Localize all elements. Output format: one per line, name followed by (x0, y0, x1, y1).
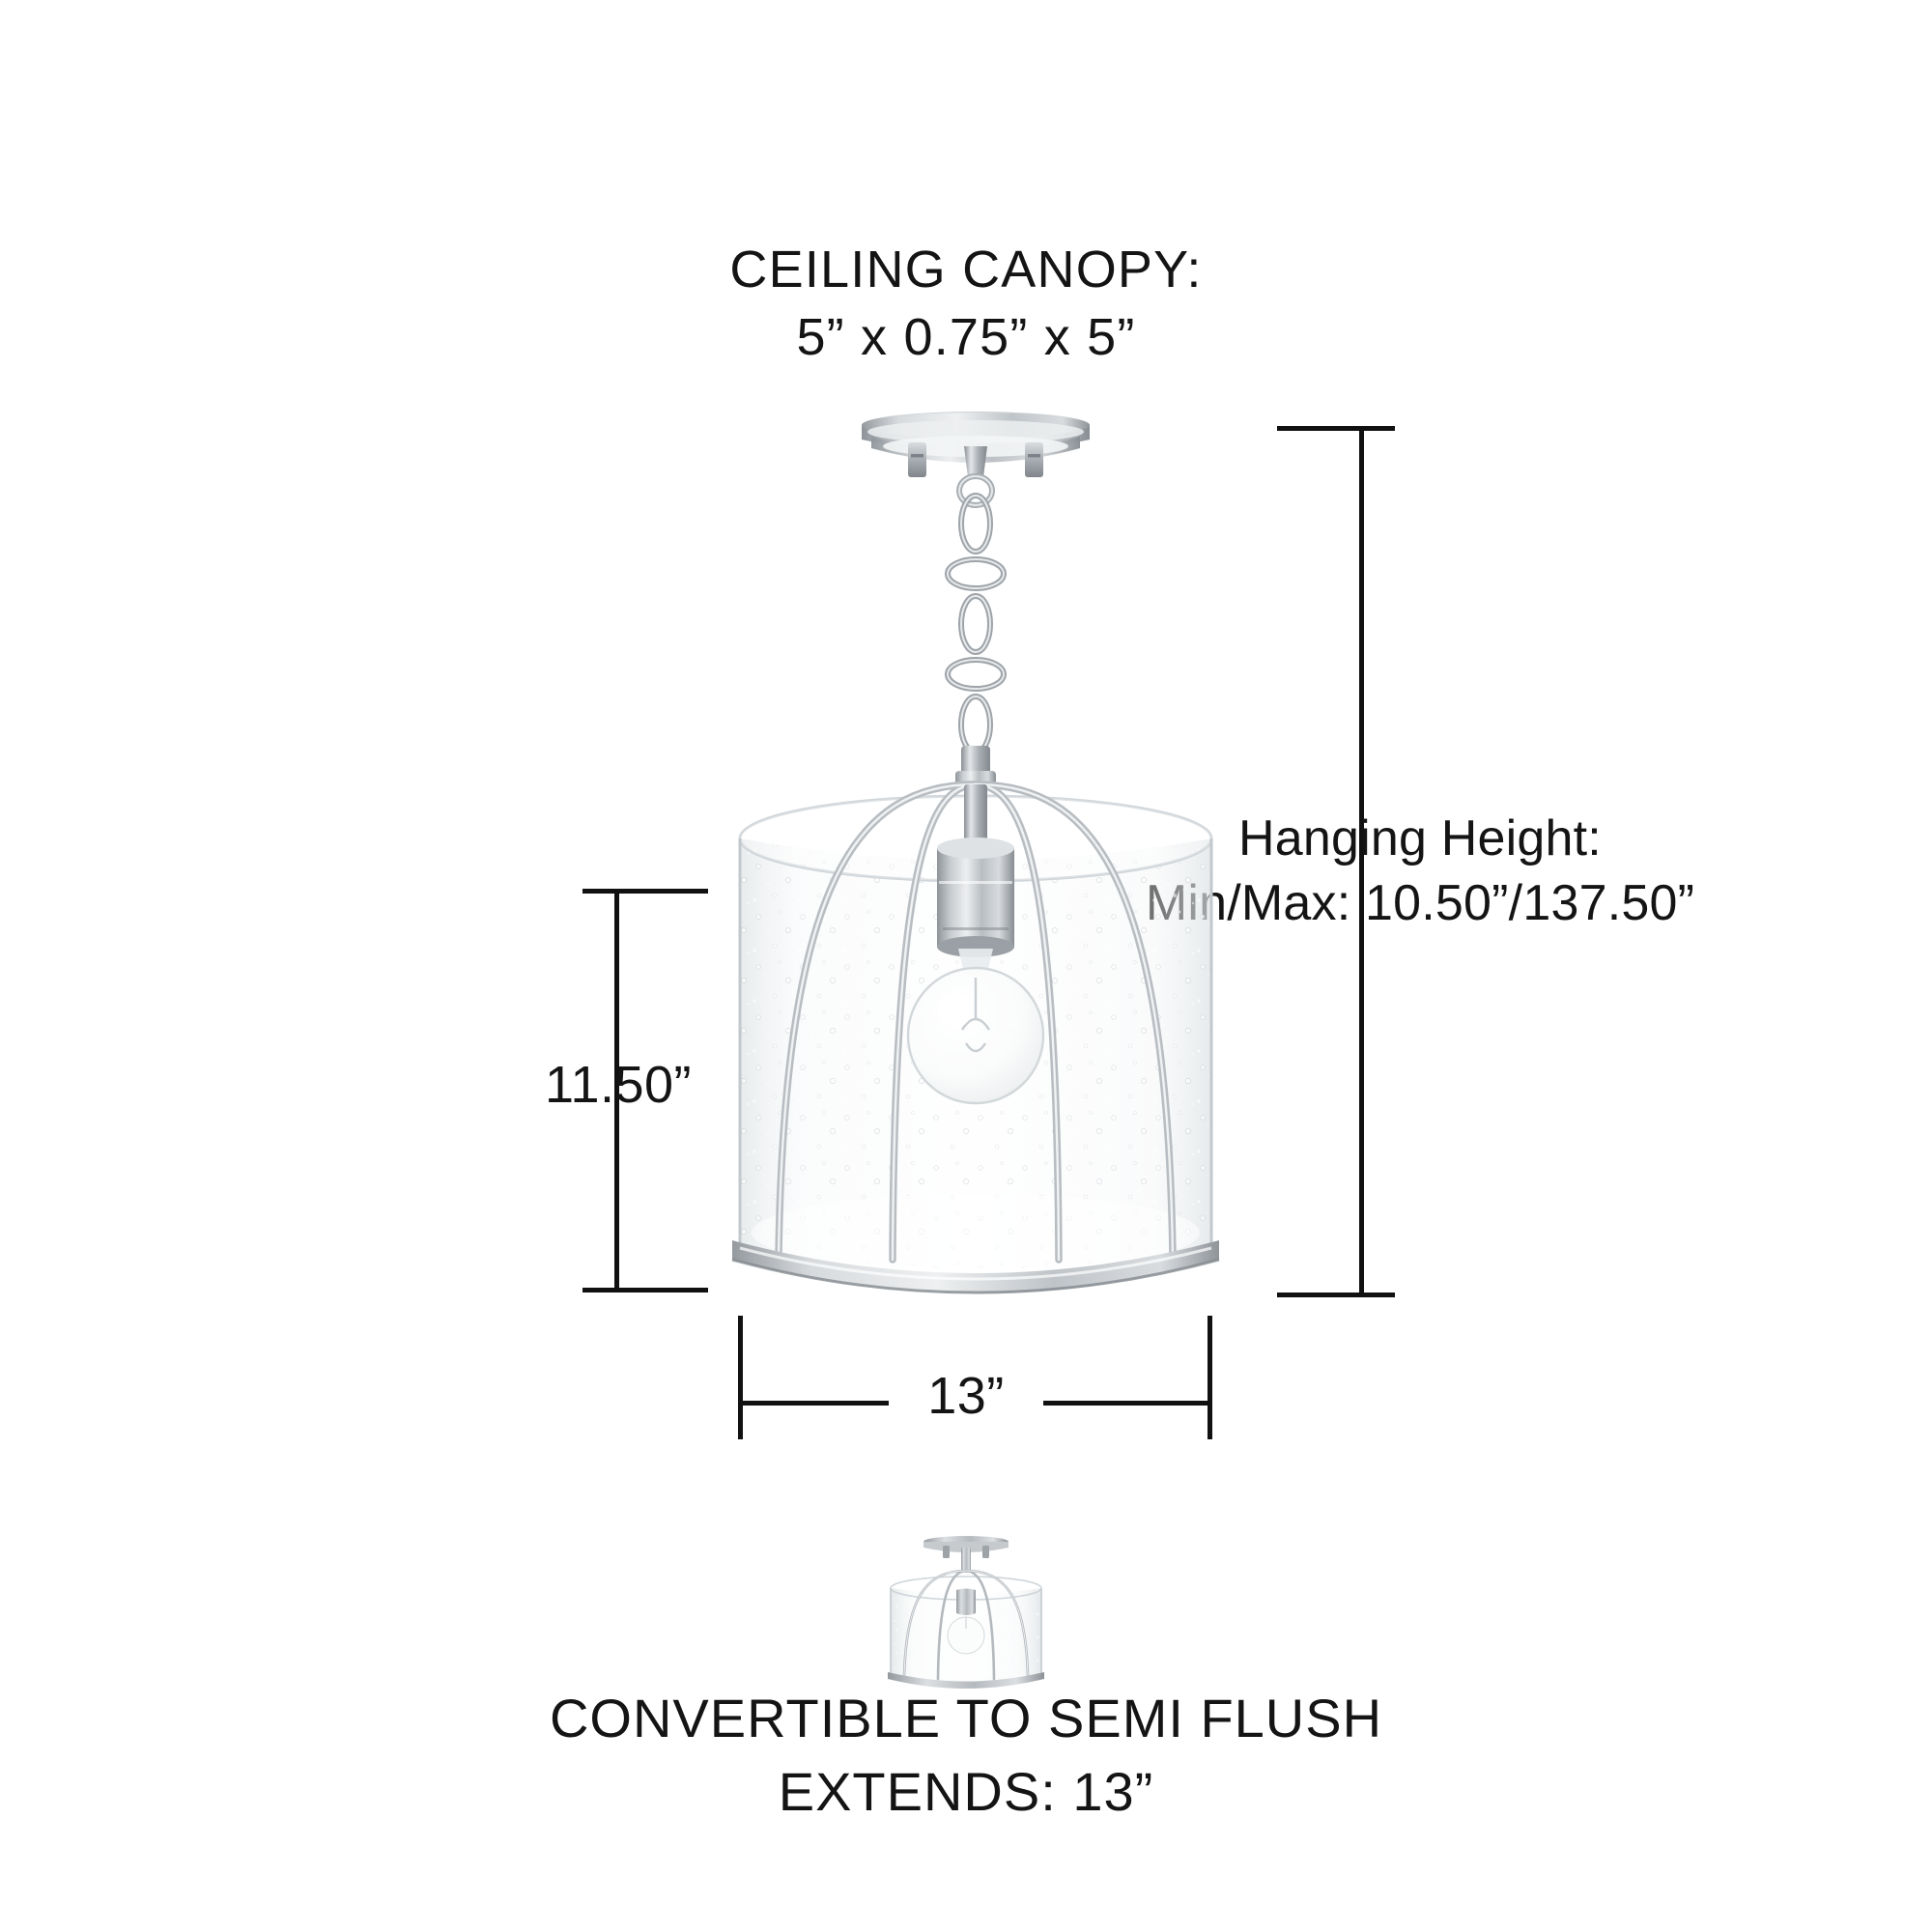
ceiling-canopy-part (862, 412, 1090, 508)
hanging-chain (945, 493, 1007, 755)
ceiling-canopy-caption: CEILING CANOPY: 5” x 0.75” x 5” (0, 240, 1932, 368)
shade-height-label: 11.50” (544, 1056, 693, 1114)
ceiling-canopy-dimensions: 5” x 0.75” x 5” (796, 307, 1136, 366)
semi-flush-line2: EXTENDS: 13” (778, 1761, 1154, 1823)
light-bulb (906, 949, 1045, 1105)
shade-width-line-left (738, 1401, 889, 1406)
shade-width-label: 13” (927, 1367, 1005, 1425)
shade-width-line-right (1043, 1401, 1211, 1406)
hanging-height-bottom-tick (1277, 1293, 1395, 1297)
socket-holder (937, 784, 1014, 957)
hanging-height-title: Hanging Height: (1238, 810, 1602, 867)
shade-width-left-tick (738, 1316, 743, 1439)
ceiling-canopy-title: CEILING CANOPY: (729, 241, 1203, 298)
hanging-height-line (1359, 426, 1364, 1295)
hanging-height-range: Min/Max: 10.50”/137.50” (1145, 875, 1695, 932)
shade-height-bottom-tick (582, 1288, 708, 1293)
shade-width-right-tick (1208, 1316, 1212, 1439)
semi-flush-line1: CONVERTIBLE TO SEMI FLUSH (549, 1688, 1383, 1748)
semi-flush-caption: CONVERTIBLE TO SEMI FLUSH EXTENDS: 13” (0, 1687, 1932, 1824)
semi-flush-illustration (888, 1536, 1044, 1689)
shade-height-line (614, 889, 619, 1293)
bottom-rim (731, 1240, 1220, 1294)
shade-height-top-tick (582, 889, 708, 894)
cage-arms (775, 781, 1177, 1264)
hanging-height-caption: Hanging Height: Min/Max: 10.50”/137.50” (1111, 810, 1729, 934)
pendant-light-illustration (731, 412, 1220, 1294)
hanging-height-top-tick (1277, 426, 1395, 431)
